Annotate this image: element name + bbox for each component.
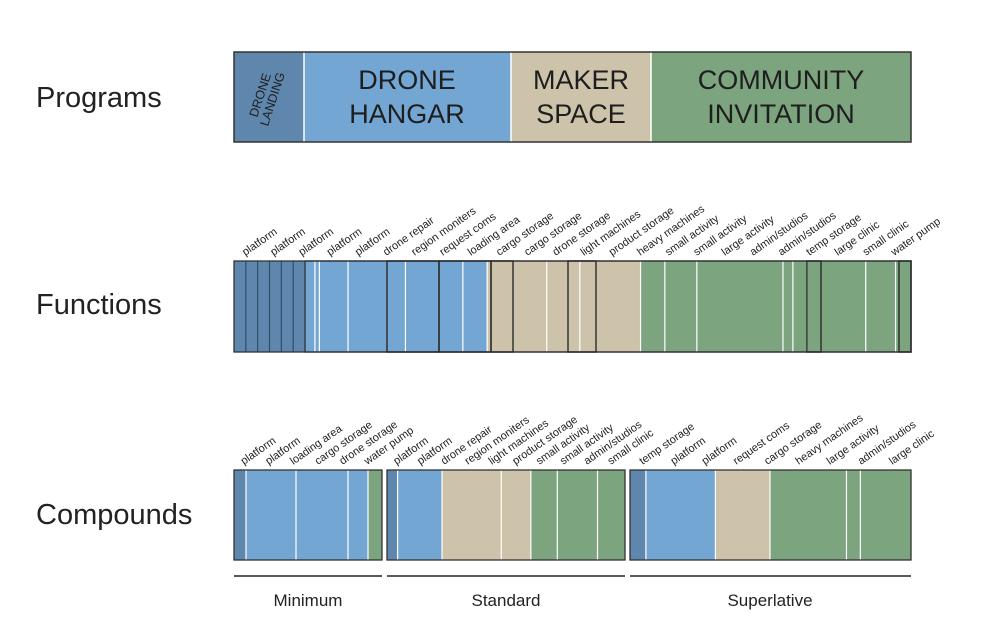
functions-segment [314, 261, 320, 352]
compound-standard-segment [557, 470, 598, 560]
compound-standard-segment [397, 470, 443, 560]
functions-segment [487, 261, 547, 352]
program-maker-space-label: MAKER SPACE [533, 65, 629, 129]
programs-row-label: Programs [36, 82, 162, 114]
compound-standard-bar [386, 469, 626, 561]
functions-segment [462, 261, 488, 352]
compound-minimum-segment [296, 470, 348, 560]
svg-text:MAKER: MAKER [533, 65, 629, 95]
compound-superlative-segment [630, 470, 646, 560]
compound-minimum-segment [348, 470, 368, 560]
functions-segment [579, 261, 641, 352]
svg-text:HANGAR: HANGAR [349, 99, 465, 129]
functions-segment [782, 261, 793, 352]
functions-segment [319, 261, 349, 352]
minimum-group-label: Minimum [274, 591, 343, 610]
svg-text:SPACE: SPACE [536, 99, 626, 129]
functions-labels: platformplatformplatformplatformplatform… [240, 203, 943, 259]
functions-segment [405, 261, 463, 352]
compound-standard-segment [597, 470, 625, 560]
functions-segment [807, 261, 866, 352]
svg-text:INVITATION: INVITATION [707, 99, 855, 129]
svg-text:DRONE: DRONE [358, 65, 456, 95]
functions-segment [305, 261, 315, 352]
functions-row-label: Functions [36, 289, 162, 321]
compound-superlative-segment [860, 470, 911, 560]
functions-segment [546, 261, 580, 352]
functions-storage-box [567, 260, 597, 353]
functions-segment [895, 261, 911, 352]
program-community-block [651, 52, 911, 142]
functions-storage-box [806, 260, 822, 353]
functions-storage-box [898, 260, 912, 353]
compound-superlative-segment [846, 470, 861, 560]
functions-bar [233, 260, 912, 353]
compound-superlative-segment [770, 470, 847, 560]
compound-superlative-segment [645, 470, 716, 560]
standard-group-label: Standard [472, 591, 541, 610]
program-drone-hangar-label: DRONE HANGAR [349, 65, 465, 129]
functions-platform-segment [234, 261, 246, 352]
compounds-row-label: Compounds [36, 499, 192, 531]
compound-minimum-outline [233, 469, 383, 561]
compound-minimum-segment [234, 470, 246, 560]
compound-minimum-bar [233, 469, 383, 561]
functions-segment [865, 261, 896, 352]
compound-superlative-label: platform [700, 435, 739, 468]
compound-standard-segment [442, 470, 502, 560]
program-maker-space-block [511, 52, 651, 142]
program-drone-landing-block [234, 52, 304, 142]
compound-standard-segment [530, 470, 558, 560]
compound-superlative-bar [629, 469, 912, 561]
functions-platform-segment [293, 261, 305, 352]
functions-platform-segment [269, 261, 282, 352]
program-drone-hangar-block [304, 52, 511, 142]
functions-storage-box [490, 260, 514, 353]
compound-group-brackets: Minimum Standard Superlative [234, 575, 911, 610]
programs-bar: DRONE LANDING DRONE HANGAR MAKER SPACE C… [233, 51, 912, 143]
svg-text:COMMUNITY: COMMUNITY [698, 65, 864, 95]
compound-standard-segment [501, 470, 531, 560]
compounds-bars [233, 469, 912, 561]
superlative-group-label: Superlative [727, 591, 812, 610]
functions-segment [348, 261, 406, 352]
program-community-invitation-label: COMMUNITY INVITATION [698, 65, 864, 129]
compound-superlative-outline [629, 469, 912, 561]
functions-platform-segment [245, 261, 258, 352]
functions-platform-segment [257, 261, 270, 352]
functions-platform-segment [281, 261, 294, 352]
compound-superlative-segment [715, 470, 771, 560]
compound-standard-segment [387, 470, 398, 560]
functions-platform-group [234, 261, 305, 352]
functions-segment [640, 261, 665, 352]
compound-minimum-segment [246, 470, 296, 560]
functions-segment [664, 261, 697, 352]
compound-minimum-segment [368, 470, 382, 560]
functions-segment [696, 261, 783, 352]
functions-segment [792, 261, 808, 352]
compound-standard-outline [386, 469, 626, 561]
